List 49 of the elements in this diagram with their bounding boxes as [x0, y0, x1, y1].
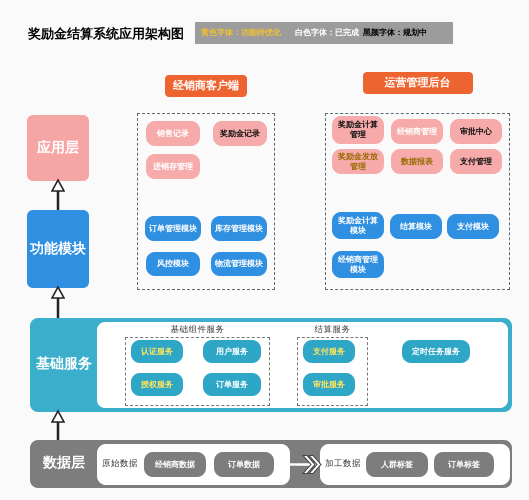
up-arrow: [51, 179, 65, 210]
module-pill: 奖励金计算模块: [332, 212, 384, 239]
section-heading: 经销商客户端: [165, 75, 247, 97]
layer-title: 基础服务: [35, 355, 93, 374]
module-pill: 订单标签: [434, 452, 494, 477]
legend-text: 白色字体：已完成: [295, 27, 359, 38]
module-pill: 订单数据: [214, 452, 274, 477]
data-group-panel: [97, 444, 290, 485]
module-pill: 支付管理: [450, 149, 502, 174]
module-pill: 奖励金计算管理: [332, 116, 384, 144]
section-heading: 运营管理后台: [362, 72, 472, 94]
module-pill: 风控模块: [146, 252, 200, 276]
module-pill: 认证服务: [131, 340, 183, 363]
module-pill: 审批服务: [303, 373, 355, 396]
module-pill: 经销商管理模块: [332, 251, 384, 278]
module-pill: 进销存管理: [146, 154, 200, 179]
module-pill: 用户服务: [203, 340, 261, 363]
module-pill: 人群标签: [366, 452, 428, 477]
layer-box: 功能模块: [27, 210, 89, 288]
module-pill: 奖励金记录: [213, 121, 267, 146]
module-pill: 定时任务服务: [402, 340, 470, 363]
up-arrow: [51, 286, 65, 318]
module-pill: 经销商管理: [391, 119, 443, 144]
group-label: 加工数据: [325, 458, 362, 470]
module-pill: 订单管理模块: [145, 216, 201, 241]
group-label: 基础组件服务: [170, 324, 226, 336]
module-pill: 订单服务: [203, 373, 261, 396]
module-pill: 支付模块: [447, 214, 499, 239]
up-arrow: [51, 410, 65, 440]
layer-box: 应用层: [27, 115, 89, 181]
module-pill: 授权服务: [131, 373, 183, 396]
module-pill: 审批中心: [450, 119, 502, 144]
layer-title: 数据层: [42, 454, 86, 473]
data-group-panel: [320, 444, 510, 485]
module-pill: 支付服务: [303, 340, 355, 363]
legend-text: 黄色字体：功能待优化: [201, 27, 281, 38]
module-pill: 库存管理模块: [211, 216, 267, 241]
legend-text: 黑颜字体：规划中: [363, 27, 427, 38]
module-pill: 物流管理模块: [211, 252, 267, 276]
layer-band: [30, 318, 512, 412]
module-pill: 奖励金发放管理: [332, 149, 384, 174]
group-label: 原始数据: [102, 458, 139, 470]
module-pill: 数据报表: [391, 149, 443, 174]
diagram-title: 奖励金结算系统应用架构图: [28, 26, 185, 43]
module-pill: 经销商数据: [144, 452, 206, 477]
layer-band: [30, 440, 512, 488]
group-label: 结算服务: [314, 324, 352, 336]
module-pill: 结算模块: [390, 214, 442, 239]
module-pill: 销售记录: [146, 121, 200, 146]
